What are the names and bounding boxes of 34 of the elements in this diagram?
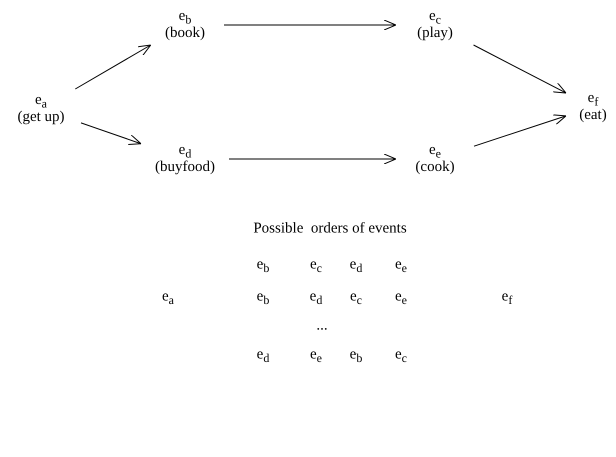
event-order-entry: e$_{c}$ (395, 346, 407, 364)
event-description: (cook) (414, 159, 456, 176)
event-order-entry: e$_{f}$ (502, 288, 512, 306)
event-name: e$_{c}$ (429, 8, 441, 25)
event-description: (play) (416, 25, 454, 42)
event-name: e$_{a}$ (35, 92, 47, 109)
event-order-entry: e$_{e}$ (395, 256, 407, 274)
event-order-entry: e$_{d}$ (310, 288, 322, 306)
event-name: e$_{b}$ (178, 8, 192, 25)
event-order-entry: e$_{b}$ (350, 346, 362, 364)
event-order-entry: e$_{d}$ (350, 256, 362, 274)
event-name: e$_{d}$ (178, 142, 192, 159)
arrow (224, 20, 396, 30)
event-order-entry: e$_{c}$ (310, 256, 322, 274)
event-order-entry: e$_{a}$ (162, 288, 174, 306)
event-name: e$_{f}$ (588, 90, 598, 107)
event-description: (eat) (578, 107, 608, 124)
arrow (74, 44, 152, 90)
event-order-entry: e$_{c}$ (350, 288, 362, 306)
event-order-entry: e$_{d}$ (256, 346, 270, 364)
ellipsis: ... (316, 318, 328, 334)
event-name: e$_{e}$ (429, 142, 441, 159)
event-order-entry: e$_{b}$ (256, 288, 270, 306)
event-description: (book) (164, 25, 206, 42)
event-description: (buyfood) (154, 159, 216, 176)
event-order-entry: e$_{e}$ (310, 346, 322, 364)
heading: Possible orders of events (253, 220, 407, 238)
arrow (80, 122, 142, 145)
event-order-entry: e$_{e}$ (395, 288, 407, 306)
arrow (474, 114, 566, 147)
arrow (473, 44, 566, 94)
event-description: (get up) (16, 109, 66, 126)
arrow (228, 154, 396, 164)
event-order-entry: e$_{b}$ (256, 256, 270, 274)
